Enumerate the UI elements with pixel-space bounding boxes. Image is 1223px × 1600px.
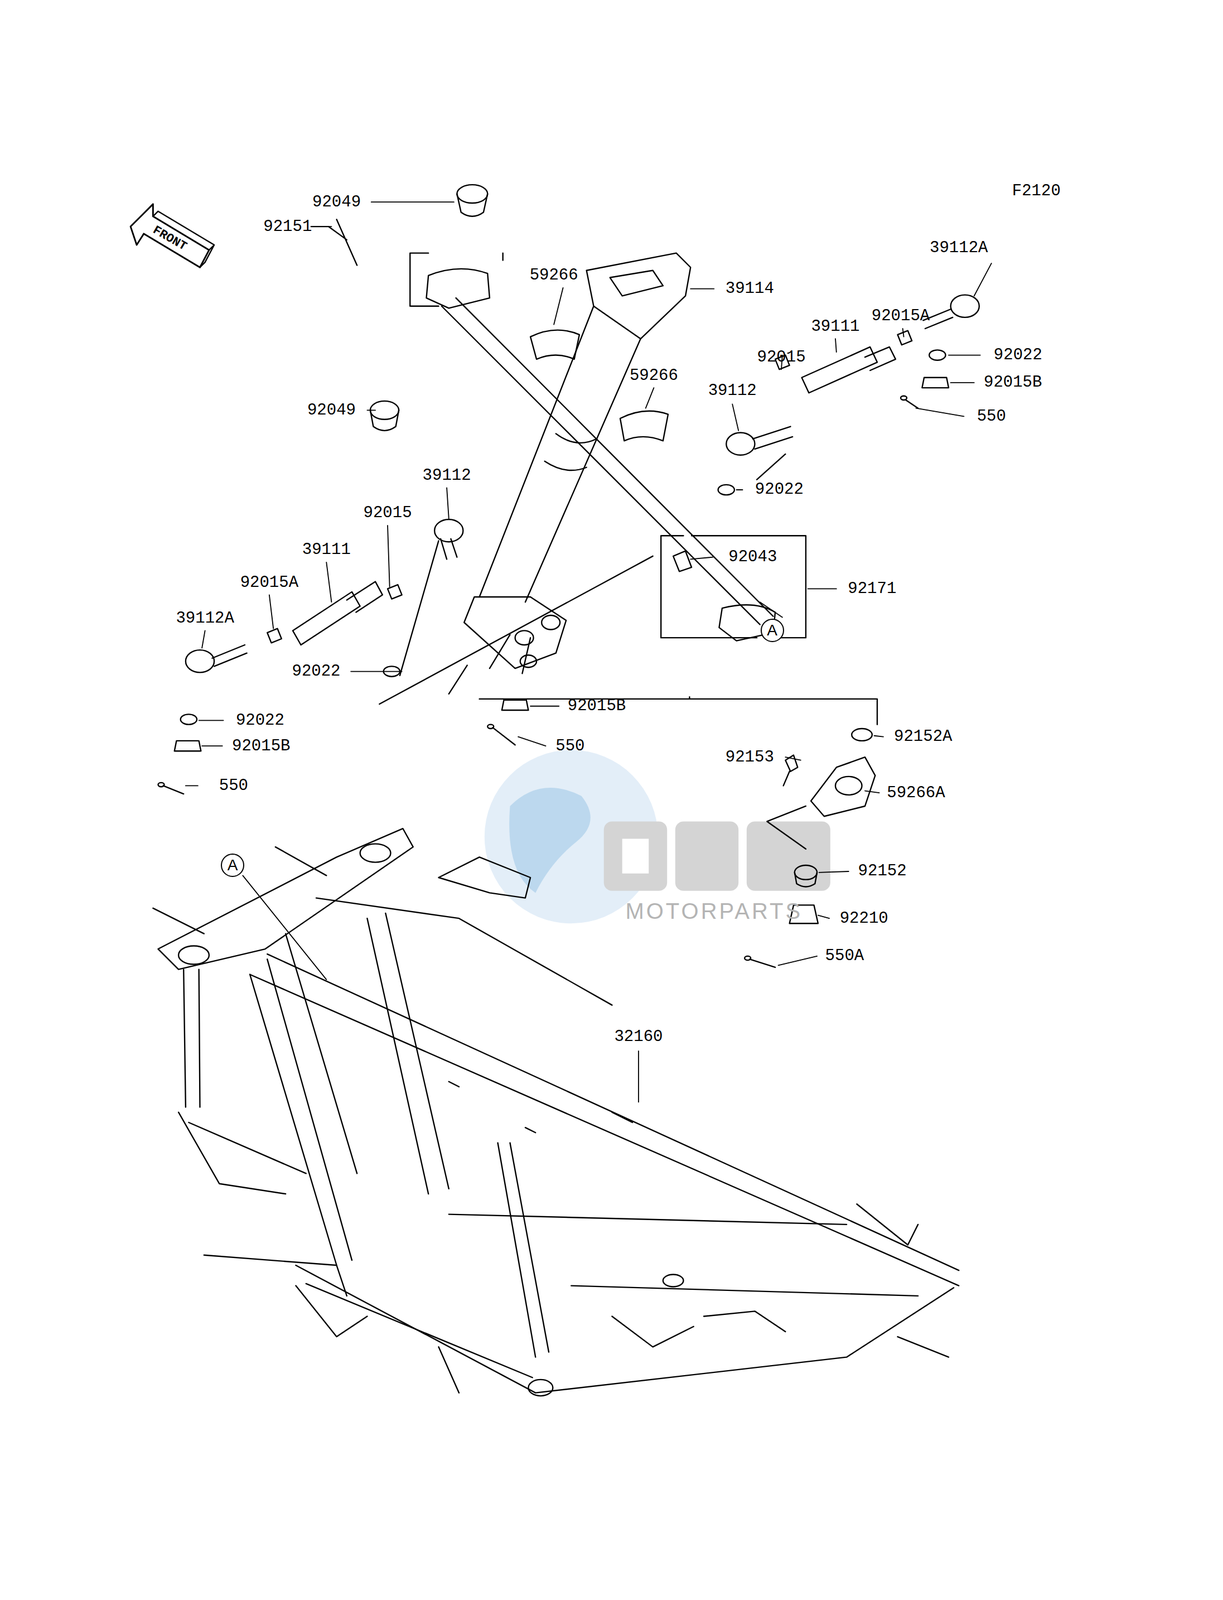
callout-number: 550 [219,777,249,794]
callout-number: 32160 [614,1028,663,1045]
group-line [379,453,878,849]
callout-number: 550A [825,947,865,964]
reference-circle: A [220,853,245,877]
bushing [370,184,669,441]
reference-circle: A [760,618,785,642]
tie-rod-end [718,295,980,495]
watermark-logo [484,749,831,923]
tie-rod-end [157,519,529,794]
reference-letter: A [766,622,778,638]
reference-letter: A [227,857,239,873]
callout-number: 39111 [810,318,860,335]
callout-number: 92015A [871,307,930,325]
tie-rod [311,219,806,641]
callout-number: 92022 [291,663,341,680]
callout-number: 92015B [983,374,1042,391]
callout-number: 39112A [929,239,988,256]
watermark: MOTORPARTS [625,899,803,922]
callout-number: 92022 [755,481,804,498]
callout-number: 92015B [231,737,290,754]
callout-number: 92022 [235,712,285,729]
callout-number: 59266 [529,267,579,284]
callout-number: 92049 [307,402,356,419]
figure-code: F2120 [1012,182,1061,200]
callout-number: 92049 [312,194,361,211]
front-arrow [130,204,215,268]
callout-number: 550 [555,737,585,754]
callout-number: 92151 [263,218,312,235]
callout-number: 92015 [757,349,806,366]
callout-number: 92015A [240,574,299,591]
leader-line [185,201,992,1102]
callout-number: 92152 [858,862,907,879]
callout-number: 92022 [993,346,1043,364]
callout-number: 92015B [567,697,626,714]
callout-number: 550 [977,408,1007,425]
callout-number: 59266 [629,367,679,384]
callout-number: 59266A [886,784,945,801]
callout-number: 39112A [175,610,234,627]
callout-number: 92171 [847,580,897,597]
callout-number: 92015 [363,504,413,521]
callout-number: 39114 [725,280,775,297]
callout-number: 92043 [728,548,777,565]
steering-shaft [463,253,691,669]
callout-number: 92152A [893,728,952,745]
callout-number: 92210 [839,910,889,927]
callout-number: 39112 [422,467,472,484]
callout-number: 39112 [708,382,757,399]
callout-number: 39111 [302,541,351,558]
callout-number: 92153 [725,748,775,766]
